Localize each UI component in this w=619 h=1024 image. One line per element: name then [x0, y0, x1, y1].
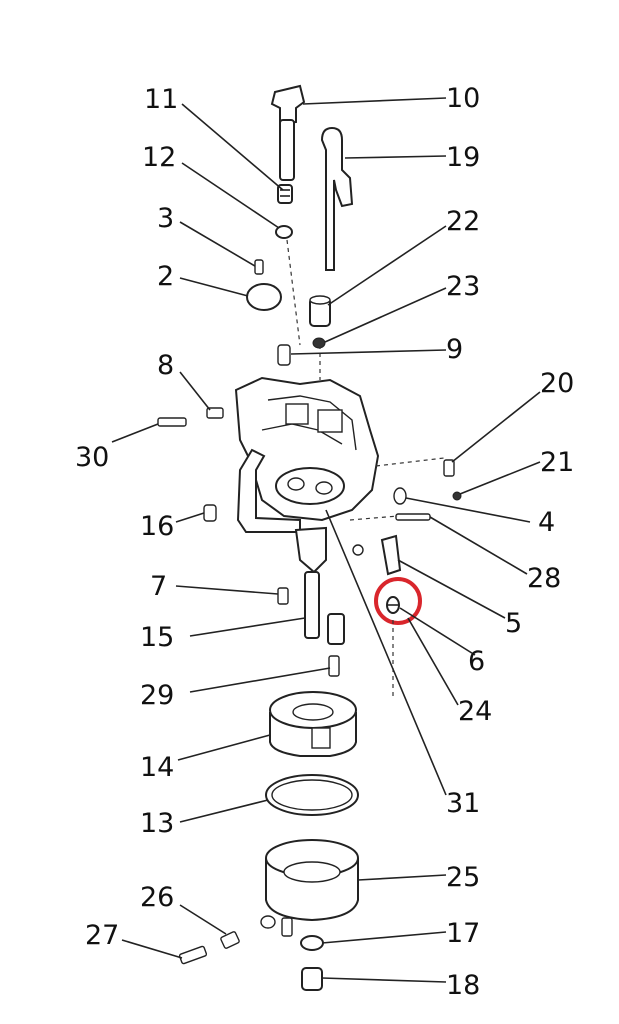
- label-7: 7: [150, 571, 167, 602]
- label-29: 29: [140, 680, 174, 711]
- part-10-choke-lever: [270, 84, 306, 181]
- label-3: 3: [157, 203, 174, 234]
- part-17-washer: [300, 935, 324, 951]
- label-30: 30: [75, 442, 109, 473]
- part-31-jet: [327, 613, 345, 645]
- part-5-bracket: [352, 534, 402, 576]
- part-19-throttle-shaft: [320, 126, 354, 271]
- part-26-spring: [220, 931, 240, 949]
- label-20: 20: [540, 368, 574, 399]
- part-14-float: [269, 691, 357, 757]
- label-16: 16: [140, 511, 174, 542]
- label-8: 8: [157, 350, 174, 381]
- part-12-seal: [275, 225, 293, 239]
- part-16-screw: [203, 504, 217, 522]
- part-2-disc: [246, 283, 282, 311]
- part-22-bushing: [309, 295, 331, 327]
- label-2: 2: [157, 261, 174, 292]
- label-11: 11: [144, 84, 178, 115]
- label-6: 6: [468, 646, 485, 677]
- part-18-bolt: [301, 967, 323, 991]
- part-8-screw: [206, 407, 224, 419]
- highlight-circle: [374, 577, 422, 625]
- label-24: 24: [458, 696, 492, 727]
- label-26: 26: [140, 882, 174, 913]
- part-30-screw: [157, 417, 187, 427]
- label-15: 15: [140, 622, 174, 653]
- part-15-jet: [304, 571, 320, 639]
- label-13: 13: [140, 808, 174, 839]
- part-27-screw: [178, 945, 208, 965]
- label-12: 12: [142, 142, 176, 173]
- carburetor-body: [234, 376, 380, 533]
- leader-lines: [111, 97, 541, 983]
- part-20-screw: [443, 459, 455, 477]
- label-4: 4: [538, 507, 555, 538]
- label-28: 28: [527, 563, 561, 594]
- part-3-screw: [254, 259, 264, 275]
- part-number-labels: 10 11 19 12 22 3 23 2 9 8 20 30 21 4 16 …: [75, 83, 574, 1001]
- part-7-pin: [277, 587, 289, 605]
- part-21-pin: [452, 491, 462, 501]
- part-4-plug: [393, 487, 407, 505]
- label-22: 22: [446, 206, 480, 237]
- part-13-gasket: [265, 774, 359, 816]
- part-9-screw: [277, 344, 291, 366]
- main-nozzle: [294, 526, 327, 574]
- label-9: 9: [446, 334, 463, 365]
- label-10: 10: [446, 83, 480, 114]
- label-21: 21: [540, 447, 574, 478]
- label-25: 25: [446, 862, 480, 893]
- drain-fitting: [260, 915, 293, 937]
- part-25-float-bowl: [265, 839, 359, 922]
- label-23: 23: [446, 271, 480, 302]
- part-29-spring: [328, 655, 340, 677]
- part-23-washer: [312, 337, 326, 349]
- label-17: 17: [446, 918, 480, 949]
- label-14: 14: [140, 752, 174, 783]
- label-31: 31: [446, 788, 480, 819]
- label-5: 5: [505, 608, 522, 639]
- label-18: 18: [446, 970, 480, 1001]
- label-27: 27: [85, 920, 119, 951]
- part-6-screw: [386, 596, 400, 614]
- label-19: 19: [446, 142, 480, 173]
- part-28-pin: [395, 513, 431, 521]
- assembly-guide-lines: [286, 239, 445, 700]
